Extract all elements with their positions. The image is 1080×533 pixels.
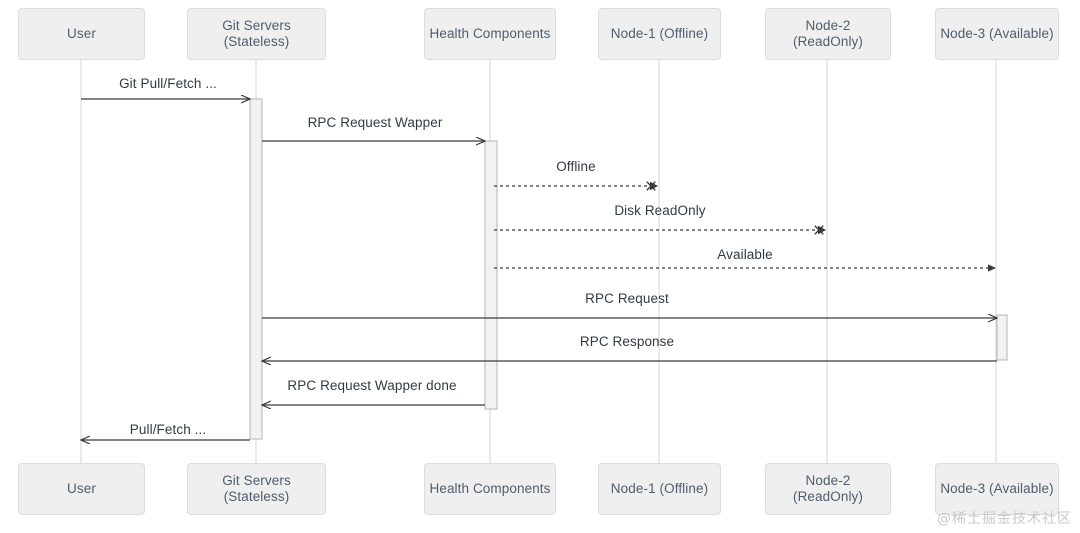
message-arrowhead-m4 bbox=[818, 225, 826, 235]
participant-label: User bbox=[67, 26, 96, 42]
participant-header-user[interactable]: User bbox=[18, 8, 145, 60]
participant-label: Node-3 (Available) bbox=[940, 481, 1054, 497]
activations-layer bbox=[249, 98, 1008, 440]
participant-label: Git Servers (Stateless) bbox=[222, 18, 291, 49]
participant-label: User bbox=[67, 481, 96, 497]
participant-label: Node-2 (ReadOnly) bbox=[792, 473, 864, 504]
message-label-m6: RPC Request bbox=[585, 291, 669, 306]
participant-footer-node3[interactable]: Node-3 (Available) bbox=[935, 463, 1059, 515]
participant-header-node2[interactable]: Node-2 (ReadOnly) bbox=[765, 8, 891, 60]
message-label-m2: RPC Request Wapper bbox=[307, 115, 443, 130]
participant-footer-health[interactable]: Health Components bbox=[424, 463, 556, 515]
participant-label: Node-1 (Offline) bbox=[610, 481, 709, 497]
message-arrowhead-m3 bbox=[650, 181, 658, 191]
messages-layer bbox=[81, 99, 997, 440]
participant-header-health[interactable]: Health Components bbox=[424, 8, 556, 60]
activation-bar-node3 bbox=[996, 314, 1008, 361]
message-label-m5: Available bbox=[717, 247, 773, 262]
message-label-m4: Disk ReadOnly bbox=[614, 203, 706, 218]
participant-label: Health Components bbox=[429, 26, 551, 42]
participant-label: Git Servers (Stateless) bbox=[222, 473, 291, 504]
participant-footer-user[interactable]: User bbox=[18, 463, 145, 515]
participant-label: Health Components bbox=[429, 481, 551, 497]
message-label-m3: Offline bbox=[556, 159, 596, 174]
message-label-m9: Pull/Fetch ... bbox=[129, 422, 207, 437]
lifelines-layer bbox=[80, 60, 997, 463]
watermark: @稀土掘金技术社区 bbox=[937, 511, 1072, 527]
message-label-m8: RPC Request Wapper done bbox=[287, 378, 457, 393]
participant-footer-node1[interactable]: Node-1 (Offline) bbox=[598, 463, 721, 515]
participant-header-node1[interactable]: Node-1 (Offline) bbox=[598, 8, 721, 60]
participant-label: Node-3 (Available) bbox=[940, 26, 1054, 42]
participant-header-node3[interactable]: Node-3 (Available) bbox=[935, 8, 1059, 60]
message-label-m7: RPC Response bbox=[579, 334, 675, 349]
activation-bar-git bbox=[249, 98, 263, 440]
participant-footer-node2[interactable]: Node-2 (ReadOnly) bbox=[765, 463, 891, 515]
participant-label: Node-2 (ReadOnly) bbox=[792, 18, 864, 49]
message-label-m1: Git Pull/Fetch ... bbox=[119, 76, 217, 91]
participant-label: Node-1 (Offline) bbox=[610, 26, 709, 42]
activation-bar-health bbox=[484, 140, 498, 410]
participant-footer-git[interactable]: Git Servers (Stateless) bbox=[187, 463, 326, 515]
participant-header-git[interactable]: Git Servers (Stateless) bbox=[187, 8, 326, 60]
